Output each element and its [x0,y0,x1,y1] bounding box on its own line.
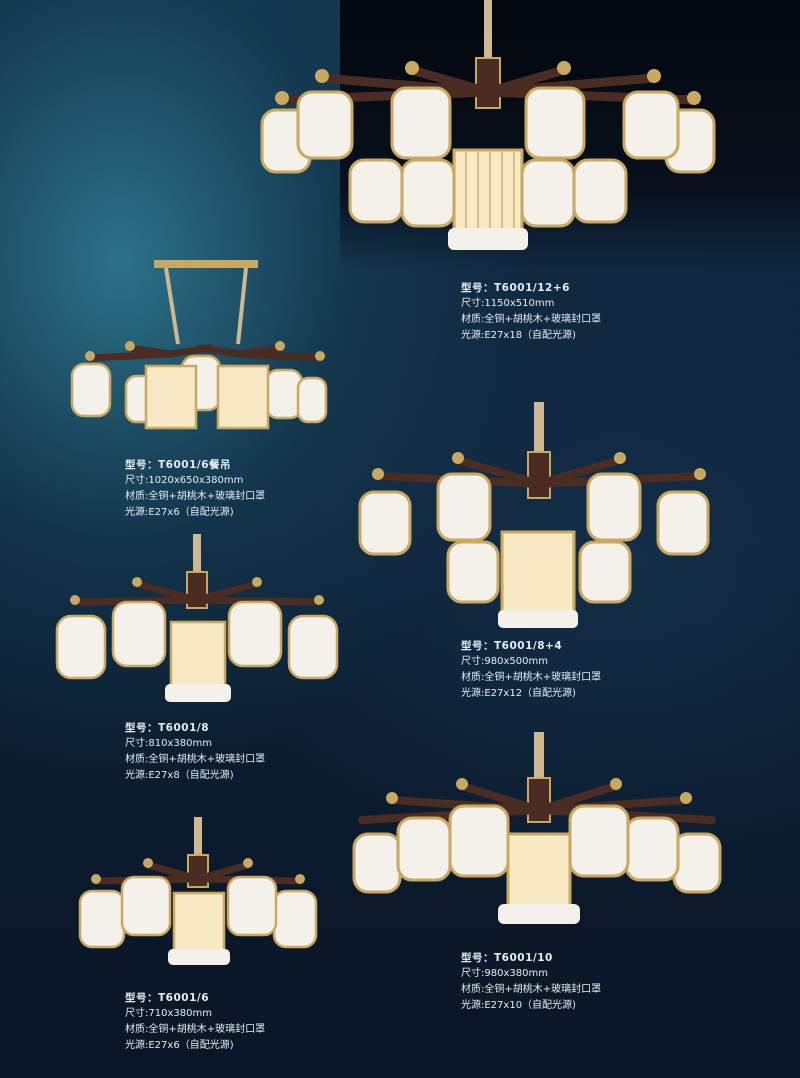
material-label: 材质:全铜+胡桃木+玻璃封口罩 [461,672,602,683]
product-caption: 型号：T6001/6 尺寸:710x380mm 材质:全铜+胡桃木+玻璃封口罩 … [125,990,265,1054]
light-source-label: 光源:E27x18（自配光源) [461,330,576,341]
chandelier-t6001-6-dining [70,260,328,430]
model-label: 型号：T6001/8 [125,722,210,734]
product-caption: 型号：T6001/12+6 尺寸:1150x510mm 材质:全铜+胡桃木+玻璃… [461,280,601,344]
light-source-label: 光源:E27x12（自配光源) [461,688,576,699]
chandelier-t6001-10 [352,732,722,924]
chandelier-t6001-12-6 [260,0,716,250]
light-source-label: 光源:E27x6（自配光源) [125,507,234,518]
product-caption: 型号：T6001/8+4 尺寸:980x500mm 材质:全铜+胡桃木+玻璃封口… [461,638,601,702]
model-label: 型号：T6001/12+6 [461,282,570,294]
light-source-label: 光源:E27x6（自配光源) [125,1040,234,1051]
size-label: 尺寸:810x380mm [125,738,212,749]
light-source-label: 光源:E27x10（自配光源) [461,1000,576,1011]
model-label: 型号：T6001/6餐吊 [125,459,232,471]
product-caption: 型号：T6001/6餐吊 尺寸:1020x650x380mm 材质:全铜+胡桃木… [125,457,265,521]
chandelier-t6001-6 [78,817,318,965]
light-source-label: 光源:E27x8（自配光源) [125,770,234,781]
material-label: 材质:全铜+胡桃木+玻璃封口罩 [125,754,266,765]
chandelier-t6001-8-4 [358,402,710,628]
material-label: 材质:全铜+胡桃木+玻璃封口罩 [461,984,602,995]
product-caption: 型号：T6001/8 尺寸:810x380mm 材质:全铜+胡桃木+玻璃封口罩 … [125,720,265,784]
material-label: 材质:全铜+胡桃木+玻璃封口罩 [461,314,602,325]
model-label: 型号：T6001/6 [125,992,210,1004]
model-label: 型号：T6001/8+4 [461,640,563,652]
material-label: 材质:全铜+胡桃木+玻璃封口罩 [125,491,266,502]
size-label: 尺寸:1020x650x380mm [125,475,244,486]
size-label: 尺寸:710x380mm [125,1008,212,1019]
size-label: 尺寸:980x500mm [461,656,548,667]
model-label: 型号：T6001/10 [461,952,553,964]
material-label: 材质:全铜+胡桃木+玻璃封口罩 [125,1024,266,1035]
size-label: 尺寸:980x380mm [461,968,548,979]
product-caption: 型号：T6001/10 尺寸:980x380mm 材质:全铜+胡桃木+玻璃封口罩… [461,950,601,1014]
size-label: 尺寸:1150x510mm [461,298,555,309]
chandelier-t6001-8 [55,534,339,702]
